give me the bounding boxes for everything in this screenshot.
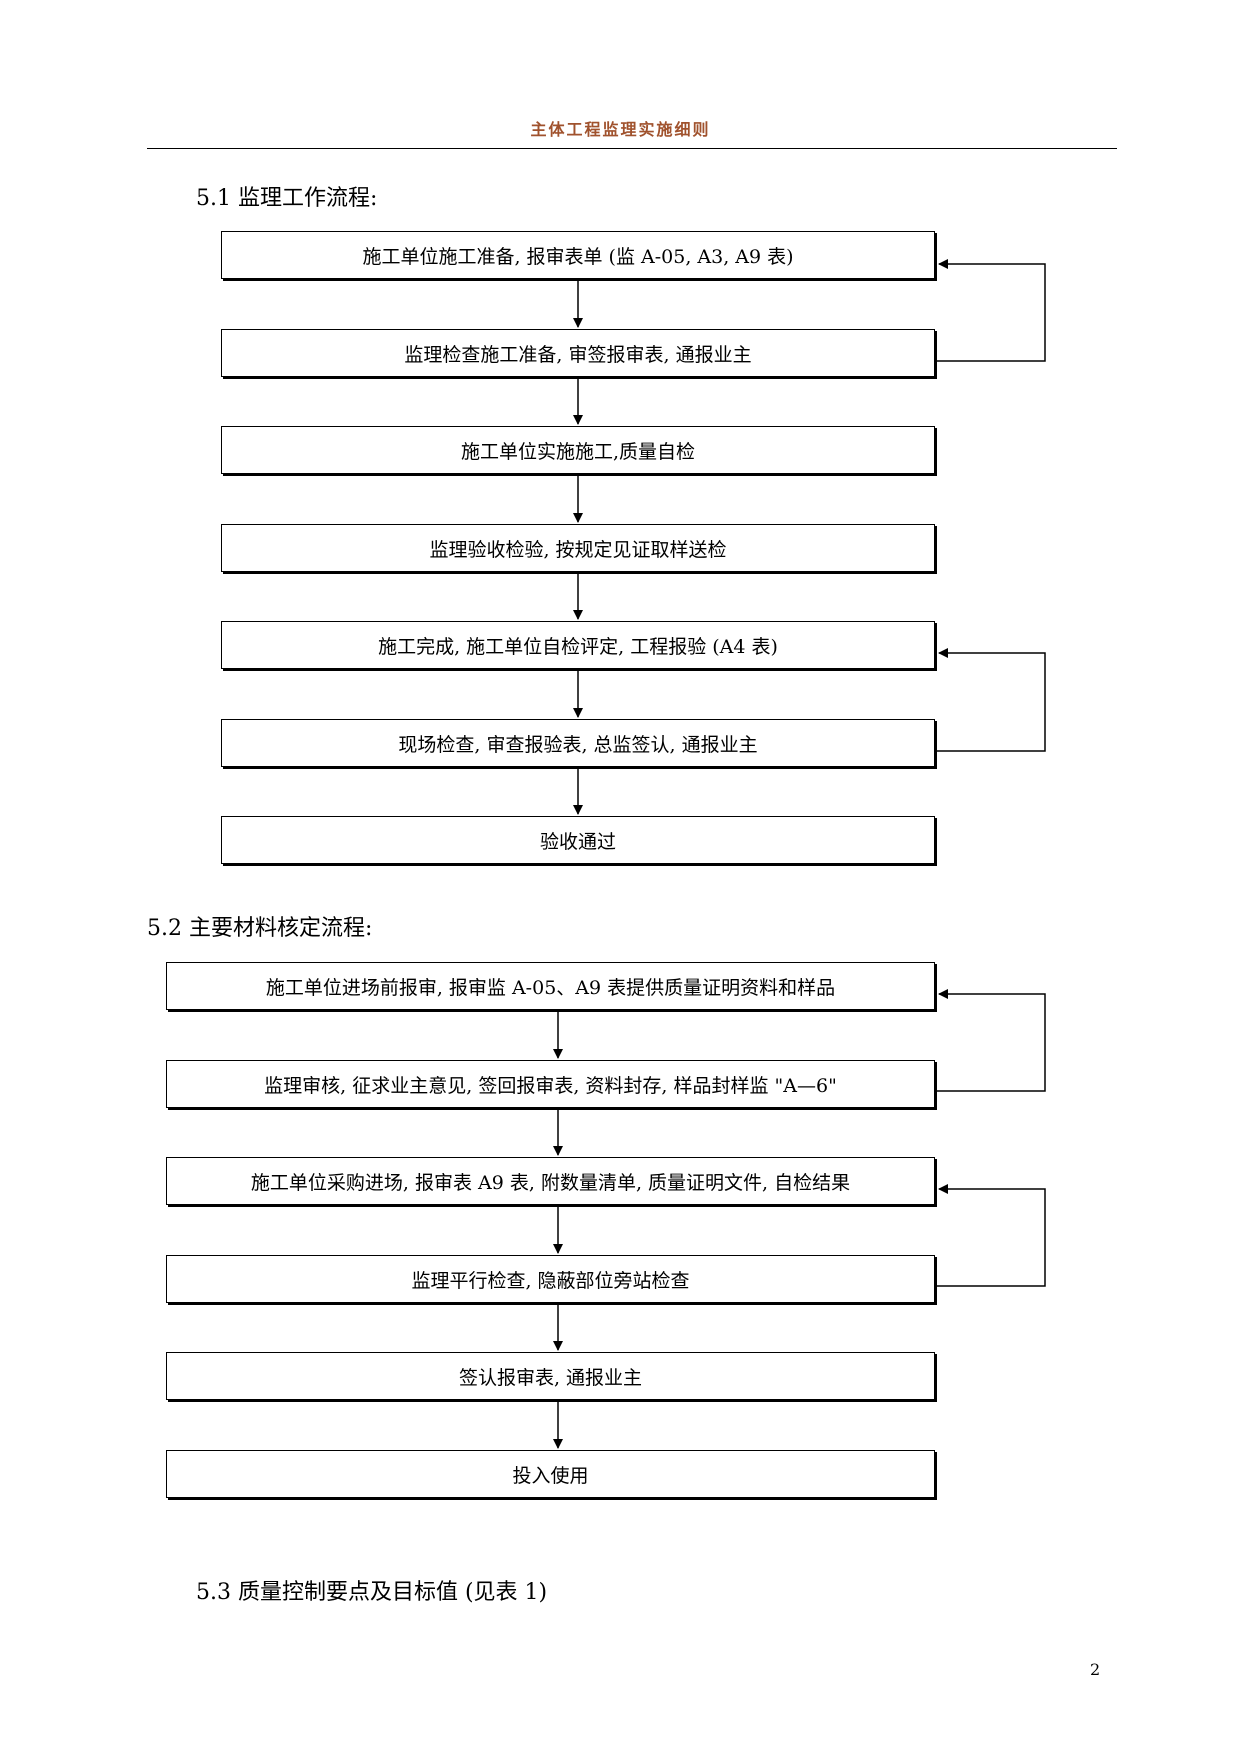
flow2-step-2: 监理审核, 征求业主意见, 签回报审表, 资料封存, 样品封样监 "A—6" xyxy=(166,1060,935,1108)
flow1-step-7: 验收通过 xyxy=(221,816,935,864)
flow2-step-1: 施工单位进场前报审, 报审监 A-05、A9 表提供质量证明资料和样品 xyxy=(166,962,935,1010)
flow2-step-5: 签认报审表, 通报业主 xyxy=(166,1352,935,1400)
flow1-step-4: 监理验收检验, 按规定见证取样送检 xyxy=(221,524,935,572)
flow2-feedback-1 xyxy=(937,989,1046,1092)
flow2-step-4: 监理平行检查, 隐蔽部位旁站检查 xyxy=(166,1255,935,1303)
flow1-step-6: 现场检查, 审查报验表, 总监签认, 通报业主 xyxy=(221,719,935,767)
flow1-feedback-2 xyxy=(937,648,1046,752)
flow2-feedback-2 xyxy=(937,1184,1046,1287)
section-title-5-2: 5.2 主要材料核定流程: xyxy=(147,916,373,941)
document-header-title: 主体工程监理实施细则 xyxy=(530,120,711,139)
section-title-5-3: 5.3 质量控制要点及目标值 (见表 1) xyxy=(196,1580,548,1605)
flow1-step-5: 施工完成, 施工单位自检评定, 工程报验 (A4 表) xyxy=(221,621,935,669)
header-rule xyxy=(147,148,1117,149)
section-title-5-1: 5.1 监理工作流程: xyxy=(196,186,378,211)
flow1-step-2: 监理检查施工准备, 审签报审表, 通报业主 xyxy=(221,329,935,377)
flow1-step-3: 施工单位实施施工,质量自检 xyxy=(221,426,935,474)
page-number: 2 xyxy=(1090,1660,1101,1679)
flow2-step-6: 投入使用 xyxy=(166,1450,935,1498)
flow1-feedback-1 xyxy=(937,259,1046,362)
flow1-step-1: 施工单位施工准备, 报审表单 (监 A-05, A3, A9 表) xyxy=(221,231,935,279)
flow2-step-3: 施工单位采购进场, 报审表 A9 表, 附数量清单, 质量证明文件, 自检结果 xyxy=(166,1157,935,1205)
